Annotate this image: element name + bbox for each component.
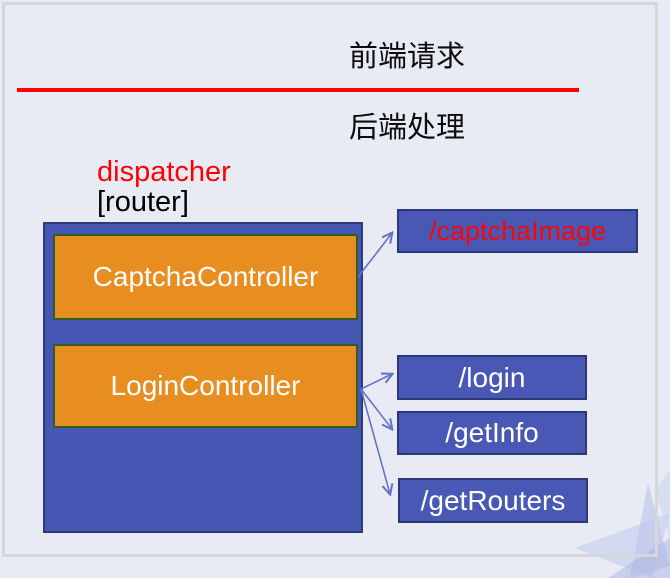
backend-process-title: 后端处理 <box>349 112 466 144</box>
endpoint-get-routers-box: /getRouters <box>398 478 588 523</box>
login-controller-box: LoginController <box>53 344 358 428</box>
decoration-triangle <box>655 470 670 540</box>
endpoint-get-info-box: /getInfo <box>397 411 587 455</box>
router-label: [router] <box>97 186 189 218</box>
captcha-controller-box: CaptchaController <box>53 234 358 320</box>
arrow-login-to-login <box>360 374 392 390</box>
decoration-triangle <box>575 513 670 578</box>
endpoint-login-box: /login <box>397 355 587 400</box>
decoration-triangle <box>608 538 670 578</box>
endpoint-captcha-image-box: /captchaImage <box>397 209 638 253</box>
arrow-login-to-get-info <box>360 388 392 429</box>
frontend-request-title: 前端请求 <box>349 41 466 73</box>
decoration-triangle <box>630 483 670 578</box>
arrow-login-to-get-routers <box>360 388 390 494</box>
dispatcher-label: dispatcher <box>97 156 231 188</box>
arrow-captcha-to-captcha-image <box>357 233 392 278</box>
red-divider-line <box>17 88 579 92</box>
